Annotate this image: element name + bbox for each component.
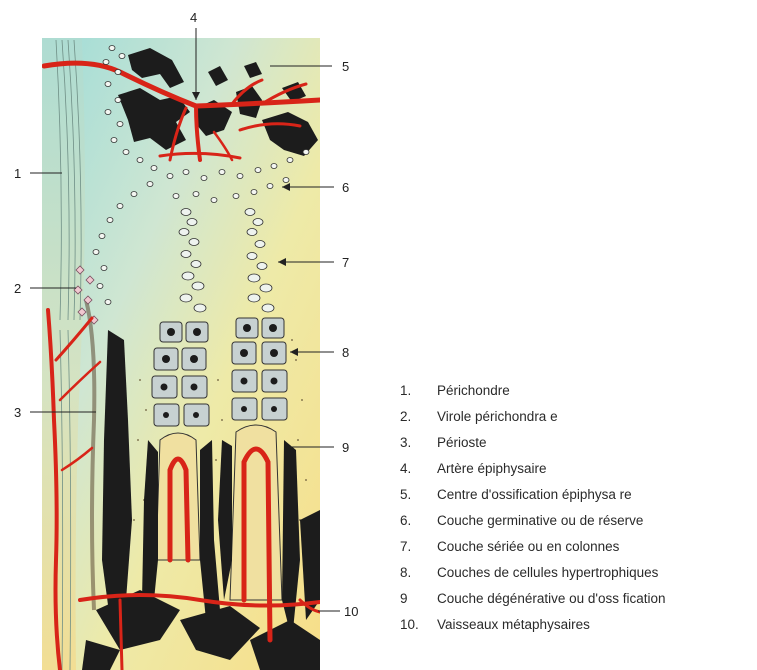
legend-text: Périoste bbox=[437, 435, 487, 450]
legend-item: 10.Vaisseaux métaphysaires bbox=[400, 612, 757, 638]
legend-item: 4.Artère épiphysaire bbox=[400, 456, 757, 482]
legend-number: 8. bbox=[400, 560, 437, 586]
legend-item: 7.Couche sériée ou en colonnes bbox=[400, 534, 757, 560]
callout-6: 6 bbox=[342, 180, 349, 195]
legend-number: 3. bbox=[400, 430, 437, 456]
legend-item: 1.Périchondre bbox=[400, 378, 757, 404]
callout-10: 10 bbox=[344, 604, 358, 619]
callout-9: 9 bbox=[342, 440, 349, 455]
callout-2: 2 bbox=[14, 281, 21, 296]
legend-number: 9 bbox=[400, 586, 437, 612]
legend-text: Couche dégénérative ou d'oss fication bbox=[437, 591, 665, 606]
legend-number: 6. bbox=[400, 508, 437, 534]
legend-text: Virole périchondra e bbox=[437, 409, 558, 424]
legend-text: Périchondre bbox=[437, 383, 510, 398]
legend-list: 1.Périchondre 2.Virole périchondra e 3.P… bbox=[400, 378, 757, 638]
legend-number: 5. bbox=[400, 482, 437, 508]
legend-text: Couche sériée ou en colonnes bbox=[437, 539, 619, 554]
legend-number: 1. bbox=[400, 378, 437, 404]
legend-text: Couche germinative ou de réserve bbox=[437, 513, 643, 528]
legend-text: Vaisseaux métaphysaires bbox=[437, 617, 590, 632]
legend-number: 10. bbox=[400, 612, 437, 638]
legend-item: 2.Virole périchondra e bbox=[400, 404, 757, 430]
callout-1: 1 bbox=[14, 166, 21, 181]
callout-5: 5 bbox=[342, 59, 349, 74]
legend-text: Couches de cellules hypertrophiques bbox=[437, 565, 658, 580]
callout-7: 7 bbox=[342, 255, 349, 270]
legend-item: 5.Centre d'ossification épiphysa re bbox=[400, 482, 757, 508]
legend-number: 2. bbox=[400, 404, 437, 430]
legend-item: 3.Périoste bbox=[400, 430, 757, 456]
legend-item: 6.Couche germinative ou de réserve bbox=[400, 508, 757, 534]
legend-item: 8.Couches de cellules hypertrophiques bbox=[400, 560, 757, 586]
callout-8: 8 bbox=[342, 345, 349, 360]
callout-3: 3 bbox=[14, 405, 21, 420]
legend-text: Centre d'ossification épiphysa re bbox=[437, 487, 632, 502]
legend-text: Artère épiphysaire bbox=[437, 461, 547, 476]
legend-number: 4. bbox=[400, 456, 437, 482]
callout-4: 4 bbox=[190, 10, 197, 25]
legend-number: 7. bbox=[400, 534, 437, 560]
